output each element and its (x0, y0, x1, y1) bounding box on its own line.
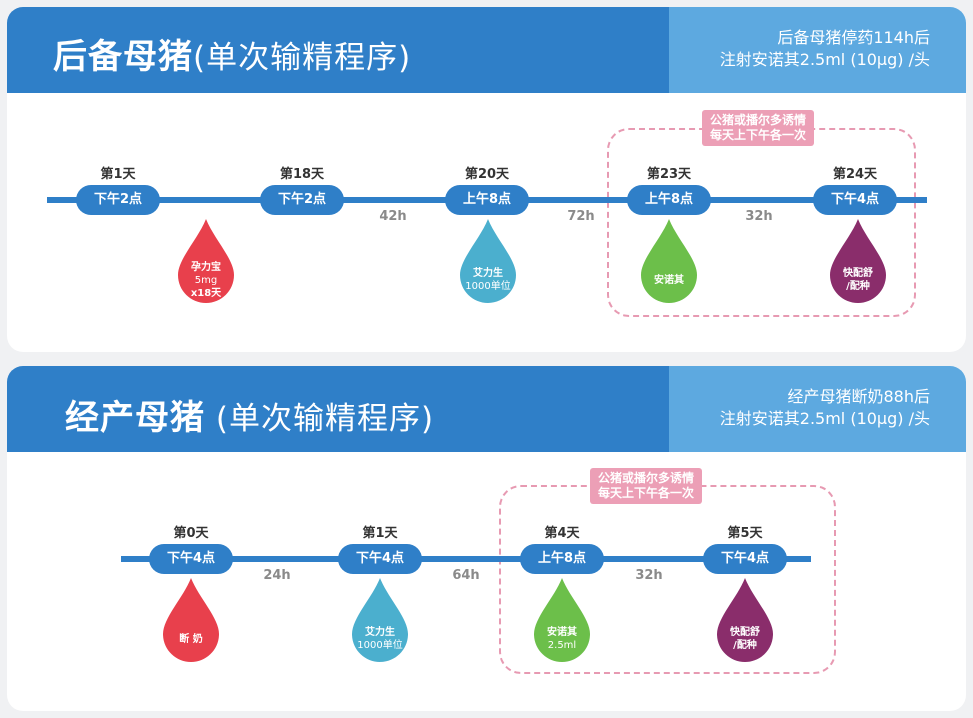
drop-icon (163, 578, 219, 662)
time-pill: 下午2点 (76, 185, 160, 215)
time-pill: 上午8点 (520, 544, 604, 574)
interval-label: 32h (745, 209, 773, 224)
drop-icon (830, 219, 886, 303)
time-pill: 下午4点 (703, 544, 787, 574)
drop-icon (641, 219, 697, 303)
time-pill: 下午4点 (338, 544, 422, 574)
drug-drop: 断 奶 (163, 578, 219, 662)
interval-label: 42h (379, 209, 407, 224)
interval-label: 24h (263, 568, 291, 583)
sow-protocol-card: 经产母猪 (单次输精程序) 经产母猪断奶88h后 注射安诺其2.5ml (10μ… (7, 366, 966, 711)
time-pill: 上午8点 (445, 185, 529, 215)
estrus-induction-note: 公猪或播尔多诱情 每天上下午各一次 (590, 468, 703, 504)
drop-icon (460, 219, 516, 303)
injection-note: 后备母猪停药114h后 注射安诺其2.5ml (10μg) /头 (669, 7, 966, 93)
section-title: 后备母猪(单次输精程序) (53, 37, 412, 77)
day-label: 第23天 (646, 167, 692, 182)
time-pill: 下午2点 (260, 185, 344, 215)
injection-note: 经产母猪断奶88h后 注射安诺其2.5ml (10μg) /头 (669, 366, 966, 452)
drop-icon (352, 578, 408, 662)
drop-icon (717, 578, 773, 662)
interval-label: 64h (452, 568, 480, 583)
day-label: 第4天 (544, 526, 580, 541)
day-label: 第20天 (464, 167, 510, 182)
section-title: 经产母猪 (单次输精程序) (65, 398, 435, 438)
drug-drop: 快配舒/配种 (830, 219, 886, 303)
day-label: 第24天 (832, 167, 878, 182)
interval-label: 72h (567, 209, 595, 224)
gilt-protocol-card: 后备母猪(单次输精程序) 后备母猪停药114h后 注射安诺其2.5ml (10μ… (7, 7, 966, 352)
day-label: 第5天 (727, 526, 763, 541)
section-header: 后备母猪(单次输精程序) (7, 7, 669, 93)
timeline-line (121, 556, 811, 562)
time-pill: 上午8点 (627, 185, 711, 215)
day-label: 第1天 (362, 526, 398, 541)
day-label: 第0天 (173, 526, 209, 541)
drug-drop: 安诺其 (641, 219, 697, 303)
day-label: 第1天 (100, 167, 136, 182)
drop-icon (534, 578, 590, 662)
section-header: 经产母猪 (单次输精程序) (7, 366, 669, 452)
estrus-induction-note: 公猪或播尔多诱情 每天上下午各一次 (702, 110, 815, 146)
time-pill: 下午4点 (813, 185, 897, 215)
interval-label: 32h (635, 568, 663, 583)
time-pill: 下午4点 (149, 544, 233, 574)
drop-icon (178, 219, 234, 303)
drug-drop: 快配舒/配种 (717, 578, 773, 662)
day-label: 第18天 (279, 167, 325, 182)
